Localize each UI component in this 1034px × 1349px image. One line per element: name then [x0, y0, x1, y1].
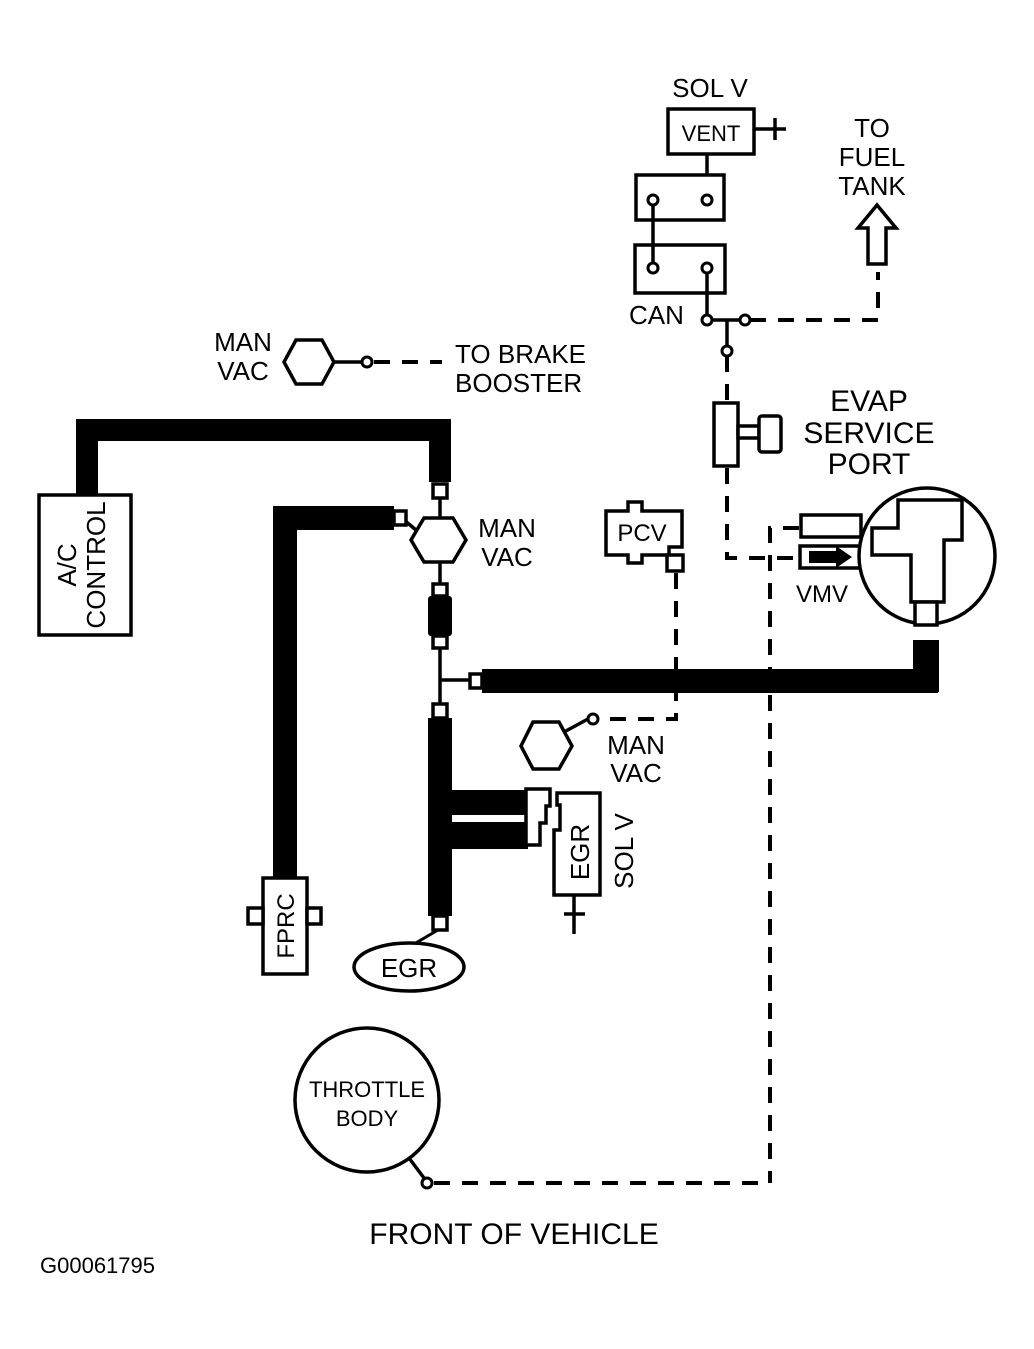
brake-port: [360, 355, 374, 369]
service-port-cap: [757, 414, 783, 454]
canister-port: [646, 261, 660, 275]
vmv-upper-port: [799, 513, 863, 539]
egr-hose-vertical: [428, 718, 452, 916]
vent-solenoid-caption: SOL V: [672, 73, 748, 103]
tank-line-port: [738, 313, 752, 327]
egr-solenoid-fitting: [524, 787, 552, 847]
manifold-vacuum-brake: MAN VAC TO BRAKE BOOSTER: [214, 327, 586, 398]
hose-fitting: [431, 482, 449, 500]
hose-fitting: [431, 702, 449, 720]
manifold-vacuum-lower: MAN VAC: [519, 712, 665, 788]
pcv-port: [586, 712, 600, 726]
fprc-tab: [305, 906, 323, 926]
evap-label-line3: PORT: [828, 448, 911, 481]
canister: CAN: [629, 173, 752, 358]
ac-control-body: [37, 493, 133, 637]
man-vac-lower-hexagon-icon: [519, 720, 575, 771]
man-vac-brake-hexagon-icon: [282, 338, 336, 386]
throttle-body-label-line2: BODY: [336, 1106, 399, 1131]
fprc-body: [261, 876, 309, 976]
service-port-body: [712, 401, 740, 468]
figure-id: G00061795: [40, 1253, 155, 1278]
man-vac-center-label-line2: VAC: [481, 542, 533, 572]
fprc-hose: [273, 506, 394, 885]
inline-hose-segment: [428, 596, 452, 636]
fuel-tank-label-line2: FUEL: [839, 142, 905, 172]
canister-port: [700, 261, 714, 275]
up-arrow-icon: [854, 202, 900, 266]
pcv-dashed-line: [602, 573, 678, 721]
vent-solenoid: SOL V VENT: [666, 73, 786, 198]
pcv-outlet: [665, 553, 685, 573]
egr-valve-label: EGR: [381, 953, 437, 983]
canister-port: [646, 193, 660, 207]
throttle-body-port: [420, 1176, 434, 1190]
throttle-body-link: [407, 1156, 426, 1180]
fuel-tank-label-line3: TANK: [838, 171, 906, 201]
man-vac-brake-label-line1: MAN: [214, 327, 272, 357]
manifold-vacuum-center: MAN VAC: [392, 498, 938, 704]
fprc-label: FPRC: [273, 893, 300, 958]
pcv-label: PCV: [617, 520, 666, 547]
ac-control: A/C CONTROL: [37, 419, 451, 637]
man-vac-lower-label-line1: MAN: [607, 730, 665, 760]
egr-solenoid-caption: SOL V: [609, 813, 639, 889]
purge-dashed-line: [725, 468, 799, 560]
flow-arrow-icon: [809, 546, 852, 568]
egr-hose-upper: [428, 790, 528, 815]
service-port-stem: [736, 424, 761, 440]
evap-label-line2: SERVICE: [803, 417, 934, 450]
egr-system: EGR SOL V EGR: [352, 702, 639, 993]
vmv: VMV: [768, 486, 997, 1183]
canister-label: CAN: [629, 300, 684, 330]
man-vac-center-hexagon-icon: [408, 516, 469, 564]
ac-control-hose: [76, 419, 451, 495]
egr-solenoid-label: EGR: [565, 824, 595, 880]
hose-fitting: [468, 672, 484, 690]
hose-fitting: [431, 582, 449, 598]
lower-man-vac-link: [563, 717, 589, 734]
vent-solenoid-body: [666, 107, 756, 156]
hose-fitting: [431, 634, 449, 650]
hose-fitting: [431, 914, 449, 932]
man-vac-center-label-line1: MAN: [478, 513, 536, 543]
man-vac-lower-label-line2: VAC: [610, 758, 662, 788]
pcv: PCV: [602, 500, 685, 721]
man-vac-brake-label-line2: VAC: [217, 356, 269, 386]
fprc-tab: [246, 906, 265, 926]
ac-control-label-line1: A/C: [52, 543, 82, 586]
service-port-line-port: [720, 344, 734, 358]
throttle-body-dashed-line: [768, 526, 799, 1183]
brake-booster-label-line2: BOOSTER: [455, 368, 582, 398]
egr-valve-body: [352, 941, 466, 993]
egr-hose-lower: [428, 822, 528, 849]
can-outlet-port: [700, 313, 714, 327]
fprc: FPRC: [246, 506, 394, 976]
canister-port: [700, 193, 714, 207]
evap-label-line1: EVAP: [830, 385, 908, 418]
throttle-body: THROTTLE BODY: [293, 1026, 770, 1190]
vmv-hose-main: [482, 640, 938, 693]
throttle-body-circle: [293, 1026, 441, 1174]
vmv-label: VMV: [796, 581, 848, 608]
front-of-vehicle-caption: FRONT OF VEHICLE: [369, 1218, 658, 1251]
fuel-tank-vapor-line: [750, 272, 880, 322]
to-fuel-tank: TO FUEL TANK: [750, 113, 906, 322]
vent-solenoid-label: VENT: [682, 121, 741, 146]
throttle-body-label-line1: THROTTLE: [309, 1077, 425, 1102]
pcv-body: [604, 500, 684, 565]
vmv-outlet: [913, 600, 939, 627]
fuel-tank-label-line1: TO: [854, 113, 890, 143]
vmv-valve-body: [870, 498, 964, 604]
ac-control-label-line2: CONTROL: [81, 501, 111, 628]
brake-booster-label-line1: TO BRAKE: [455, 339, 586, 369]
hose-fitting: [392, 509, 408, 527]
egr-solenoid-body: [552, 791, 602, 897]
evap-service-port: EVAP SERVICE PORT: [712, 356, 935, 560]
